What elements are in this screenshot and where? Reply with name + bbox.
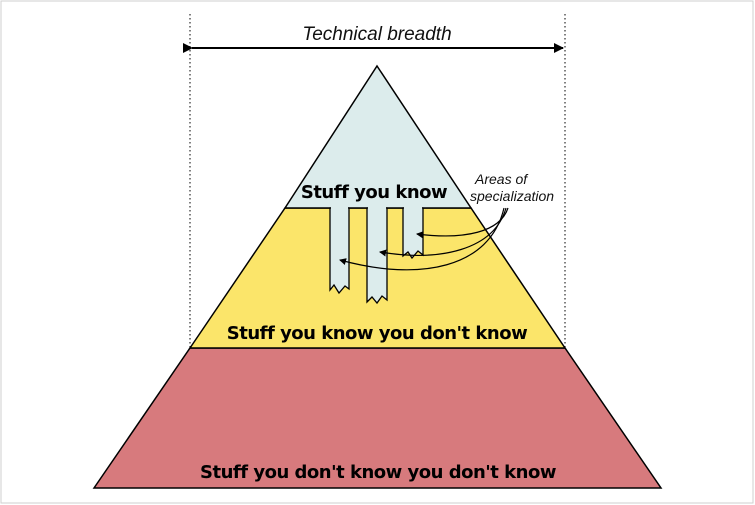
breadth-title: Technical breadth xyxy=(302,24,451,45)
annotation-line-1: Areas of xyxy=(474,171,529,187)
annotation-arrow-1 xyxy=(339,207,505,271)
top-tier-label: Stuff you know xyxy=(301,182,447,203)
annotation-arrow-3 xyxy=(416,207,509,239)
annotation-line-2: specialization xyxy=(470,188,554,204)
bottom-tier-label: Stuff you don't know you don't know xyxy=(200,462,556,483)
specialization-spike-3 xyxy=(402,207,424,260)
middle-tier-label: Stuff you know you don't know xyxy=(227,323,527,344)
specialization-spike-2 xyxy=(366,207,388,305)
specialization-spike-1 xyxy=(329,207,350,295)
